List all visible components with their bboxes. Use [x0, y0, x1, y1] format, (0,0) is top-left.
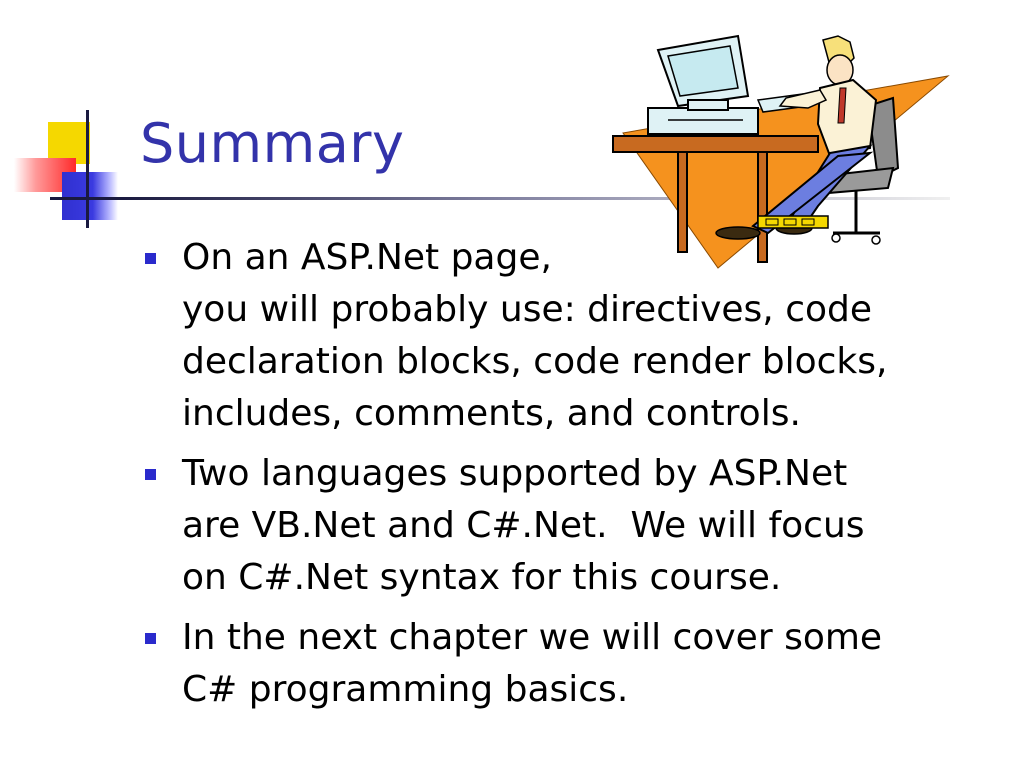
yellow-square: [48, 122, 90, 164]
list-item: On an ASP.Net page, you will probably us…: [145, 232, 985, 440]
bullet-line: declaration blocks, code render blocks,: [182, 341, 888, 382]
bullet-line: C# programming basics.: [182, 669, 629, 710]
bullet-line: In the next chapter we will cover some: [182, 617, 883, 658]
slide-logo-decoration: [0, 0, 140, 240]
person-at-computer-icon: [612, 34, 950, 269]
bullet-line: on C#.Net syntax for this course.: [182, 557, 782, 598]
bullet-line: you will probably use: directives, code: [182, 289, 873, 330]
slide-title: Summary: [140, 112, 405, 175]
list-item: In the next chapter we will cover some C…: [145, 612, 985, 716]
bullet-square-icon: [145, 633, 156, 644]
blue-square: [62, 172, 118, 220]
bullet-line: includes, comments, and controls.: [182, 393, 801, 434]
vertical-divider: [86, 110, 89, 228]
bullet-list: On an ASP.Net page, you will probably us…: [145, 232, 985, 724]
list-item: Two languages supported by ASP.Net are V…: [145, 448, 985, 604]
bullet-square-icon: [145, 469, 156, 480]
bullet-line: Two languages supported by ASP.Net: [182, 453, 848, 494]
bullet-square-icon: [145, 253, 156, 264]
bullet-line: are VB.Net and C#.Net. We will focus: [182, 505, 865, 546]
title-underline: [50, 197, 950, 200]
bullet-line: On an ASP.Net page,: [182, 237, 552, 278]
